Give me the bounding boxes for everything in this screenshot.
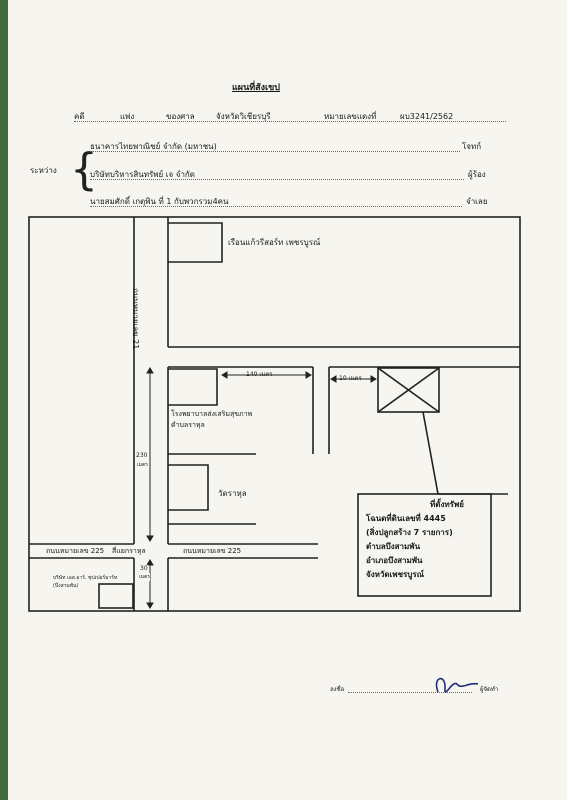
distance-140m: 140 เมตร — [246, 371, 273, 378]
petitioner-name: บริษัทบริหารสินทรัพย์ เจ จำกัด — [90, 170, 195, 179]
site-line3: ตำบลบึงสามพัน — [366, 542, 421, 551]
defendant-name: นายสมศักดิ์ เกตุพิน ที่ 1 กับพวกรวม4คน — [90, 197, 229, 206]
civil-label: แพ่ง — [120, 112, 135, 121]
document-page: แผนที่สังเขป คดี แพ่ง ของศาล จังหวัดวิเช… — [8, 0, 567, 800]
signer-role: ผู้จัดทำ — [480, 686, 499, 693]
sign-label: ลงชื่อ — [330, 686, 345, 693]
unit-meter-230: เมตร — [137, 461, 148, 469]
road225-right-label: ถนนหมายเลข 225 — [183, 547, 242, 555]
road225-left-label: ถนนหมายเลข 225 — [46, 547, 105, 555]
road21-label: ถนนหมายเลข 21 — [131, 288, 140, 350]
distance-230: 230 — [136, 452, 148, 459]
hospital-label-line1: โรงพยาบาลส่งเสริมสุขภาพ — [171, 410, 253, 418]
unit-meter-30: เมตร — [139, 573, 150, 581]
site-line4: อำเภอบึงสามพัน — [366, 556, 423, 565]
resort-building — [168, 222, 223, 263]
defendant-role: จำเลย — [466, 197, 488, 206]
black-no-label: หมายเลขแดงที่ — [324, 112, 377, 121]
court-name: จังหวัดวิเชียรบุรี — [216, 112, 271, 121]
distance-10m: 10 เมตร — [339, 375, 362, 382]
hospital-label-line2: ตำบลราหุล — [171, 421, 205, 429]
company-label-line1: บริษัท เอส.อาร์. ซุปเปอร์มาร์ท — [53, 575, 118, 581]
plaintiff-role: โจทก์ — [462, 142, 482, 151]
distance-30: 30 — [140, 565, 148, 572]
site-info-box — [357, 493, 492, 597]
temple-building — [168, 464, 209, 511]
between-label: ระหว่าง — [30, 166, 57, 175]
company-building — [98, 583, 134, 609]
map-drawing — [28, 216, 521, 612]
brace: { — [70, 144, 98, 195]
site-line5: จังหวัดเพชรบูรณ์ — [366, 570, 425, 579]
site-line2: (สิ่งปลูกสร้าง 7 รายการ) — [366, 528, 453, 537]
dotted-line — [90, 151, 460, 152]
site-line1: โฉนดที่ดินเลขที่ 4445 — [366, 514, 446, 523]
site-parcel — [377, 367, 440, 413]
dotted-line — [90, 179, 464, 180]
case-label: คดี — [74, 112, 85, 121]
resort-label: เรือนแก้วรีสอร์ท เพชรบูรณ์ — [228, 238, 321, 247]
plaintiff-name: ธนาคารไทยพาณิชย์ จำกัด (มหาชน) — [90, 142, 217, 151]
junction-label: สี่แยกราหุล — [112, 546, 146, 557]
page-title: แผนที่สังเขป — [232, 83, 280, 93]
dotted-line — [74, 121, 506, 122]
black-no: ผบ3241/2562 — [400, 112, 454, 121]
dotted-line — [90, 206, 462, 207]
hospital-building — [168, 368, 218, 406]
temple-label: วัดราหุล — [218, 489, 247, 498]
site-title: ที่ตั้งทรัพย์ — [430, 500, 464, 509]
company-label-line2: (บึงสามพัน) — [53, 583, 79, 589]
petitioner-role: ผู้ร้อง — [468, 170, 486, 179]
map-frame — [28, 216, 521, 612]
court-label: ของศาล — [166, 112, 195, 121]
dotted-line — [348, 692, 472, 693]
